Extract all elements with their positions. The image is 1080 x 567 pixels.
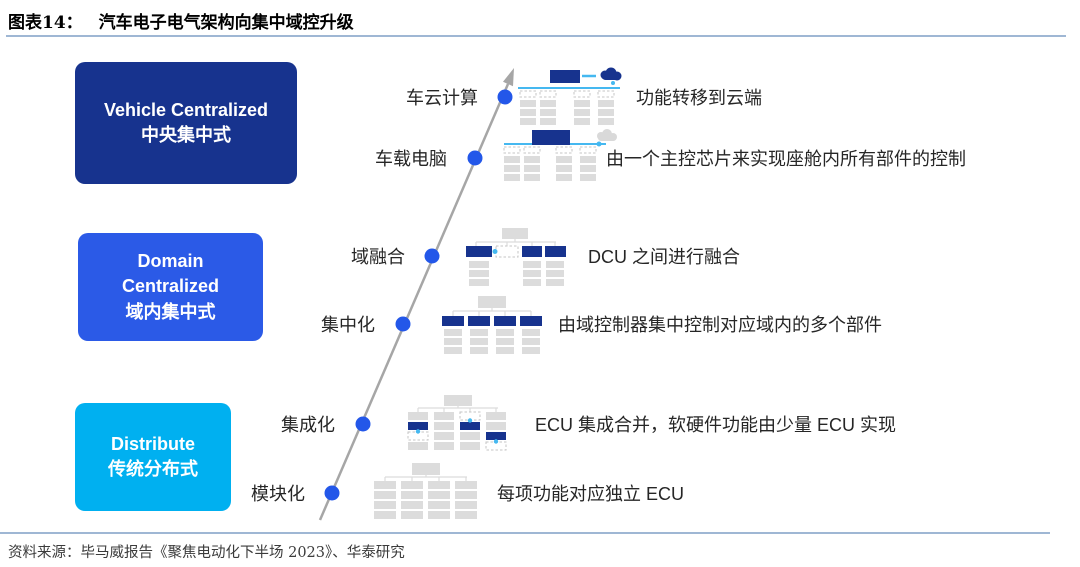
stage-name-cn: 传统分布式 (108, 459, 198, 479)
milestone-description: 功能转移到云端 (636, 88, 762, 108)
stage-name-en: Distribute (110, 433, 195, 454)
cloud-computing-icon (514, 67, 629, 129)
milestone-dot (424, 248, 440, 264)
milestone-description: DCU 之间进行融合 (588, 247, 740, 267)
ecu-modular-icon (372, 461, 480, 525)
stage-name-en: Domain Centralized (121, 251, 220, 297)
milestone-label: 车云计算 (406, 88, 478, 108)
milestone-description: 由域控制器集中控制对应域内的多个部件 (558, 315, 882, 335)
figure-title: 图表14： 汽车电子电气架构向集中域控升级 (8, 8, 354, 33)
milestone-description: 每项功能对应独立 ECU (497, 484, 685, 504)
milestone-label: 模块化 (251, 484, 305, 504)
milestone-description: ECU 集成合并，软硬件功能由少量 ECU 实现 (535, 415, 897, 435)
figure-title-text: 汽车电子电气架构向集中域控升级 (98, 13, 354, 33)
milestone-dot (355, 416, 371, 432)
milestone-label: 集中化 (321, 315, 375, 335)
stage-distribute: Distribute 传统分布式 (75, 403, 231, 511)
milestone-label: 车载电脑 (375, 149, 447, 169)
stage-name-cn: 域内集中式 (125, 301, 216, 322)
stage-vehicle-centralized: Vehicle Centralized 中央集中式 (75, 62, 297, 184)
source-note: 资料来源：毕马威报告《聚焦电动化下半场 2023》、华泰研究 (8, 545, 405, 561)
milestone-dot (497, 89, 513, 105)
arrow-head-icon (503, 68, 514, 87)
onboard-computer-icon (502, 128, 622, 188)
domain-fusion-icon (466, 226, 566, 288)
header-rule (6, 35, 1066, 37)
stage-name-cn: 中央集中式 (141, 125, 231, 145)
ecu-integration-icon (406, 393, 510, 455)
milestone-label: 集成化 (281, 415, 335, 435)
milestone-label: 域融合 (351, 247, 405, 267)
milestone-dot (324, 485, 340, 501)
domain-controller-icon (442, 294, 542, 358)
milestone-dot (395, 316, 411, 332)
milestone-dot (467, 150, 483, 166)
stage-domain-centralized: Domain Centralized 域内集中式 (78, 233, 263, 341)
milestone-description: 由一个主控芯片来实现座舱内所有部件的控制 (606, 149, 966, 169)
footer-rule (0, 532, 1050, 534)
figure-number: 图表14： (8, 13, 83, 33)
stage-name-en: Vehicle Centralized (103, 99, 269, 120)
